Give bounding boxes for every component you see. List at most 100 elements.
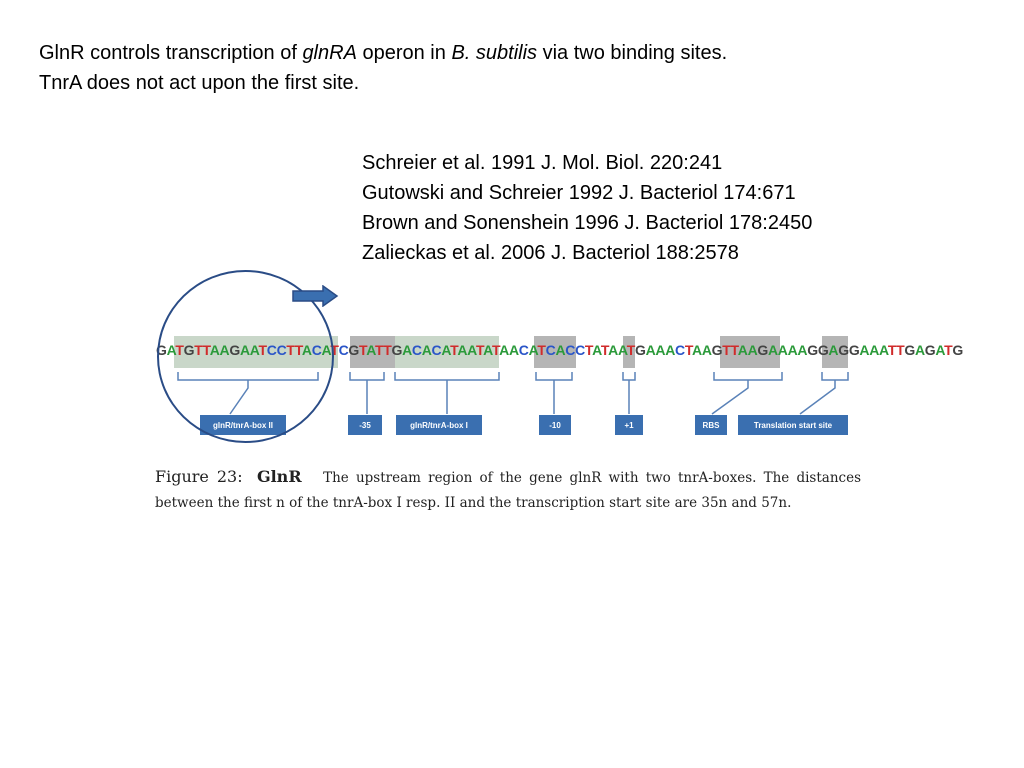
nucleotide-T: T (896, 342, 905, 358)
label-start: Translation start site (738, 415, 848, 435)
nucleotide-A: A (914, 342, 925, 358)
nucleotide-A: A (655, 342, 666, 358)
nucleotide-G: G (807, 342, 818, 358)
nucleotide-A: A (828, 342, 839, 358)
nucleotide-A: A (665, 342, 676, 358)
nucleotide-G: G (634, 342, 646, 358)
nucleotide-A: A (457, 342, 468, 358)
label-minus10: -10 (539, 415, 571, 435)
bracket-start (799, 372, 849, 415)
nucleotide-T: T (730, 342, 739, 358)
label-box1: glnR/tnrA-box I (396, 415, 482, 435)
label-plus1: +1 (615, 415, 643, 435)
figure-caption: Figure 23: GlnR The upstream region of t… (155, 464, 861, 516)
nucleotide-G: G (391, 342, 403, 358)
nucleotide-A: A (879, 342, 888, 358)
nucleotide-C: C (338, 342, 349, 358)
nucleotide-G: G (848, 342, 860, 358)
rbs-highlight (720, 336, 780, 368)
nucleotide-T: T (684, 342, 693, 358)
plus1-highlight (623, 336, 635, 368)
references-list: Schreier et al. 1991 J. Mol. Biol. 220:2… (362, 148, 812, 268)
nucleotide-A: A (402, 342, 412, 358)
arrow-right-icon (292, 285, 339, 307)
nucleotide-A: A (421, 342, 432, 358)
reference-item: Brown and Sonenshein 1996 J. Bacteriol 1… (362, 212, 813, 234)
reference-item: Schreier et al. 1991 J. Mol. Biol. 220:2… (362, 152, 723, 174)
nucleotide-C: C (518, 342, 529, 358)
caption-figure-label: Figure 23: (155, 467, 243, 486)
nucleotide-T: T (475, 342, 484, 358)
nucleotide-A: A (787, 342, 798, 358)
nucleotide-A: A (701, 342, 712, 358)
nucleotide-C: C (675, 342, 685, 358)
title-line-1: GlnR controls transcription of glnRA ope… (39, 42, 728, 64)
nucleotide-C: C (565, 342, 576, 358)
nucleotide-T: T (330, 342, 339, 358)
nucleotide-T: T (537, 342, 546, 358)
nucleotide-T: T (584, 342, 593, 358)
nucleotide-T: T (358, 342, 367, 358)
title-line-2: TnrA does not act upon the first site. (39, 72, 360, 94)
start-highlight (822, 336, 848, 368)
nucleotide-G: G (711, 342, 723, 358)
nucleotide-A: A (441, 342, 451, 358)
nucleotide-A: A (555, 342, 566, 358)
nucleotide-A: A (645, 342, 656, 358)
label-rbs: RBS (695, 415, 727, 435)
highlight-circle (157, 270, 334, 443)
nucleotide-A: A (483, 342, 492, 358)
reference-item: Zalieckas et al. 2006 J. Bacteriol 188:2… (362, 242, 739, 264)
nucleotide-A: A (692, 342, 702, 358)
reference-item: Gutowski and Schreier 1992 J. Bacteriol … (362, 182, 796, 204)
nucleotide-G: G (838, 342, 849, 358)
nucleotide-G: G (952, 342, 963, 358)
nucleotide-T: T (626, 342, 636, 358)
nucleotide-A: A (366, 342, 375, 358)
nucleotide-T: T (450, 342, 458, 358)
nucleotide-T: T (491, 342, 500, 358)
nucleotide-T: T (887, 342, 897, 358)
bracket-box1 (394, 372, 500, 414)
nucleotide-T: T (383, 342, 392, 358)
nucleotide-C: C (411, 342, 422, 358)
nucleotide-T: T (722, 342, 731, 358)
bracket-minus35 (349, 372, 385, 414)
label-minus35: -35 (348, 415, 382, 435)
caption-text: The upstream region of the gene glnR wit… (155, 470, 861, 511)
nucleotide-C: C (545, 342, 556, 358)
nucleotide-G: G (817, 342, 829, 358)
slide-title: GlnR controls transcription of glnRA ope… (39, 38, 727, 98)
minus35-highlight (350, 336, 395, 368)
nucleotide-G: G (348, 342, 359, 358)
nucleotide-T: T (374, 342, 384, 358)
nucleotide-A: A (608, 342, 618, 358)
nucleotide-C: C (575, 342, 585, 358)
nucleotide-A: A (617, 342, 627, 358)
nucleotide-A: A (467, 342, 476, 358)
nucleotide-A: A (869, 342, 880, 358)
nucleotide-A: A (777, 342, 788, 358)
nucleotide-G: G (924, 342, 936, 358)
nucleotide-A: A (859, 342, 870, 358)
bracket-minus10 (535, 372, 573, 414)
box1-highlight (395, 336, 499, 368)
nucleotide-A: A (528, 342, 538, 358)
nucleotide-A: A (797, 342, 808, 358)
nucleotide-A: A (767, 342, 778, 358)
bracket-rbs (711, 372, 783, 415)
nucleotide-A: A (747, 342, 758, 358)
nucleotide-G: G (904, 342, 915, 358)
nucleotide-A: A (499, 342, 509, 358)
nucleotide-T: T (600, 342, 609, 358)
nucleotide-T: T (944, 342, 953, 358)
nucleotide-G: G (757, 342, 768, 358)
caption-figure-name: GlnR (256, 467, 302, 486)
nucleotide-A: A (508, 342, 519, 358)
minus10-highlight (534, 336, 576, 368)
nucleotide-A: A (935, 342, 945, 358)
bracket-plus1 (622, 372, 636, 414)
nucleotide-A: A (592, 342, 601, 358)
nucleotide-A: A (737, 342, 748, 358)
nucleotide-C: C (431, 342, 442, 358)
